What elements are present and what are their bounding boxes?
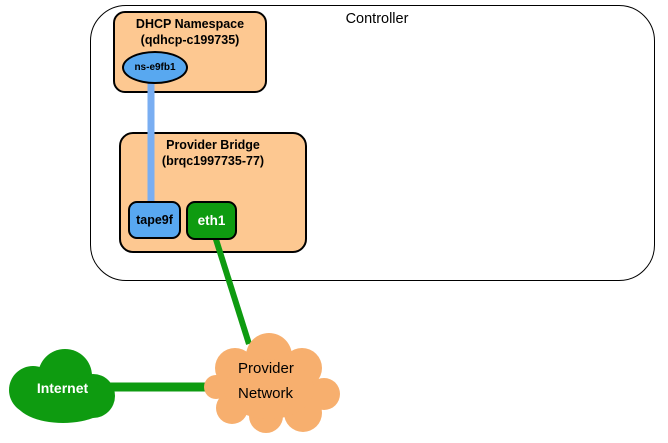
provider-network-label-line1: Provider	[238, 360, 294, 377]
link-eth1-to-provider-network	[210, 229, 252, 345]
provider-bridge-title: Provider Bridge (brqc1997735-77)	[121, 134, 305, 169]
internet-cloud-label: Internet	[36, 380, 89, 396]
dhcp-namespace-title-line1: DHCP Namespace	[135, 17, 245, 31]
provider-network-cloud-label: Provider Network	[238, 356, 328, 406]
provider-bridge-title-line2: (brqc1997735-77)	[161, 153, 265, 168]
dhcp-namespace-box: DHCP Namespace (qdhcp-c199735)	[113, 11, 267, 93]
dhcp-namespace-title-line2: (qdhcp-c199735)	[140, 32, 240, 47]
provider-network-cloud-icon	[204, 333, 340, 433]
ns-interface-node: ns-e9fb1	[122, 51, 188, 84]
controller-label: Controller	[345, 11, 409, 27]
tap-interface-node: tape9f	[128, 201, 181, 239]
internet-cloud-shape	[9, 349, 115, 423]
eth1-interface-node: eth1	[186, 201, 237, 240]
provider-network-cloud-shape	[204, 333, 340, 433]
provider-bridge-title-line1: Provider Bridge	[166, 138, 260, 152]
ns-interface-label: ns-e9fb1	[134, 62, 176, 73]
tap-interface-label: tape9f	[136, 213, 173, 227]
eth1-interface-label: eth1	[197, 213, 226, 228]
dhcp-namespace-title: DHCP Namespace (qdhcp-c199735)	[115, 13, 265, 48]
internet-cloud-icon	[9, 349, 115, 423]
provider-network-label-line2: Network	[238, 385, 294, 402]
